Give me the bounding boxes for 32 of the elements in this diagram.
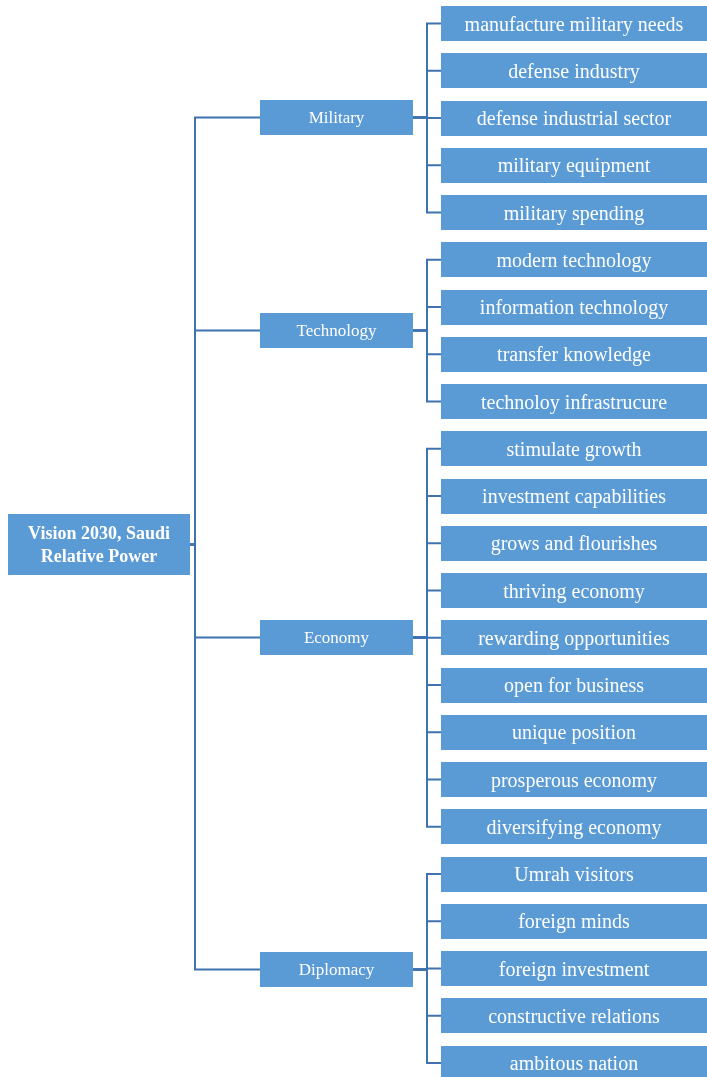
item-box: military spending <box>441 195 707 230</box>
item-box: technoloy infrastrucure <box>441 384 707 419</box>
item-box: manufacture military needs <box>441 6 707 41</box>
item-box: rewarding opportunities <box>441 620 707 656</box>
item-box: transfer knowledge <box>441 336 707 372</box>
item-box: information technology <box>441 289 707 325</box>
item-box: constructive relations <box>441 998 707 1034</box>
item-box: investment capabilities <box>441 478 707 514</box>
item-box: unique position <box>441 714 707 750</box>
item-box: foreign minds <box>441 903 707 939</box>
item-box: open for business <box>441 667 707 703</box>
item-box: grows and flourishes <box>441 525 707 561</box>
item-box: defense industrial sector <box>441 100 707 136</box>
connector-line <box>189 543 261 971</box>
connector-line <box>412 968 442 1064</box>
category-box: Diplomacy <box>260 952 413 987</box>
root-box: Vision 2030, Saudi Relative Power <box>8 514 190 575</box>
category-box: Technology <box>260 313 413 348</box>
item-box: diversifying economy <box>441 809 707 845</box>
item-box: Umrah visitors <box>441 856 707 892</box>
connector-line <box>412 116 442 214</box>
connector-line <box>412 329 442 403</box>
item-box: ambitous nation <box>441 1045 707 1077</box>
item-box: defense industry <box>441 53 707 89</box>
category-box: Military <box>260 100 413 135</box>
category-box: Economy <box>260 620 413 655</box>
item-box: thriving economy <box>441 573 707 608</box>
item-box: prosperous economy <box>441 762 707 797</box>
item-box: modern technology <box>441 242 707 278</box>
item-box: military equipment <box>441 147 707 183</box>
item-box: stimulate growth <box>441 431 707 467</box>
item-box: foreign investment <box>441 951 707 986</box>
